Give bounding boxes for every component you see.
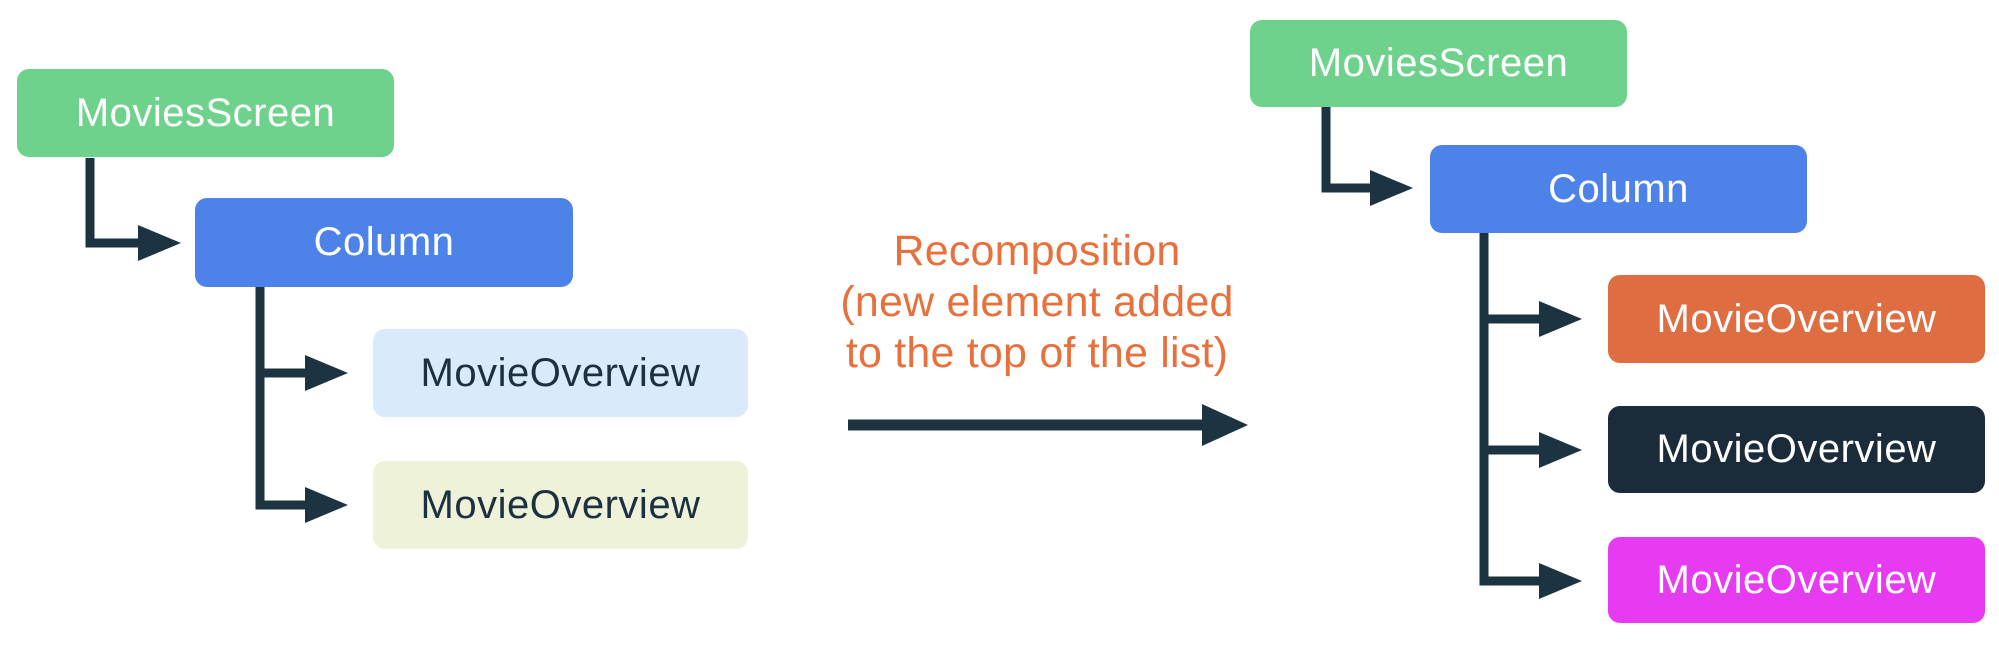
node-left-moviesscreen: MoviesScreen: [17, 69, 394, 157]
transition-caption: Recomposition (new element added to the …: [810, 226, 1264, 379]
node-left-movieoverview-1: MovieOverview: [373, 329, 748, 417]
node-left-column: Column: [195, 198, 573, 287]
transition-caption-line-1: Recomposition: [893, 227, 1181, 275]
left-root-to-column-arrowhead-icon: [138, 225, 181, 261]
right-root-to-column-connector: [1321, 107, 1374, 193]
right-branch-1-arrowhead-icon: [1539, 301, 1582, 337]
node-left-movieoverview-2: MovieOverview: [373, 461, 748, 549]
transition-caption-line-3: to the top of the list): [845, 329, 1229, 377]
node-right-column: Column: [1430, 145, 1807, 233]
left-root-to-column-connector: [85, 158, 140, 248]
recomposition-arrowhead-icon: [1202, 404, 1248, 446]
left-column-trunk-connector: [255, 287, 308, 510]
right-branch-2-arrowhead-icon: [1539, 432, 1582, 468]
node-right-moviesscreen: MoviesScreen: [1250, 20, 1627, 107]
right-branch-3-arrowhead-icon: [1539, 563, 1582, 599]
node-right-movieoverview-3: MovieOverview: [1608, 537, 1985, 623]
node-right-movieoverview-2: MovieOverview: [1608, 406, 1985, 493]
transition-caption-line-2: (new element added: [840, 278, 1234, 326]
node-right-movieoverview-1: MovieOverview: [1608, 275, 1985, 363]
left-branch-2-arrowhead-icon: [305, 487, 348, 523]
left-branch-1-arrowhead-icon: [305, 355, 348, 391]
right-root-to-column-arrowhead-icon: [1370, 170, 1413, 206]
right-column-trunk-connector: [1479, 233, 1542, 586]
